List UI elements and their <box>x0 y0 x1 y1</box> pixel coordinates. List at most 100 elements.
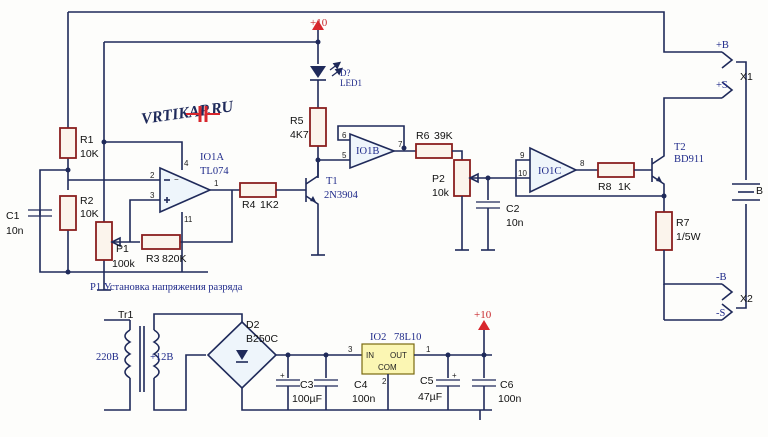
label-reg-out: OUT <box>390 351 407 360</box>
label-r8: R8 <box>598 181 612 193</box>
io1a-minus-mark: − <box>174 175 179 184</box>
label-p1: P1 <box>116 243 129 255</box>
label-r7: R7 <box>676 217 690 229</box>
c5-plus-mark: + <box>452 371 457 380</box>
label-mains: 220B <box>96 352 119 363</box>
label-reg-in: IN <box>366 351 374 360</box>
label-r2-val: 10K <box>80 208 99 220</box>
transformer-tr1 <box>104 313 243 411</box>
r5-body <box>309 107 327 147</box>
pin-4: 4 <box>184 159 189 168</box>
label-r4-val: 1K2 <box>260 199 279 211</box>
label-io1a-type: TL074 <box>200 166 229 177</box>
label-r5: R5 <box>290 115 304 127</box>
label-c4: C4 <box>354 379 368 391</box>
reg-pin-2: 2 <box>382 377 387 386</box>
c5-symbol <box>436 355 460 410</box>
label-c3: C3 <box>300 379 314 391</box>
label-battery: B <box>756 185 763 197</box>
p1-body[interactable] <box>95 221 113 261</box>
label-s-minus: -S <box>716 308 725 319</box>
label-supply-bottom: +10 <box>474 309 492 321</box>
label-t1: T1 <box>326 176 338 187</box>
c1-symbol <box>28 209 52 217</box>
label-io1a: IO1A <box>200 152 224 163</box>
c2-symbol <box>476 201 500 209</box>
label-r1-val: 10K <box>80 148 99 160</box>
label-b-minus: -B <box>716 272 727 283</box>
reg-pin-3: 3 <box>348 345 353 354</box>
io2-regulator <box>361 343 415 375</box>
label-c2: C2 <box>506 203 520 215</box>
label-c3-val: 100µF <box>292 393 322 405</box>
label-c6: C6 <box>500 379 514 391</box>
r8-body <box>597 162 635 178</box>
label-c5: C5 <box>420 375 434 387</box>
led-symbol <box>310 61 344 81</box>
c3-symbol <box>276 355 300 410</box>
label-r1: R1 <box>80 134 94 146</box>
c3-plus-mark: + <box>280 371 285 380</box>
r3-body <box>141 234 181 250</box>
pin-3: 3 <box>150 191 155 200</box>
io1c-opamp <box>529 146 578 194</box>
r6-body <box>415 143 453 159</box>
label-d2: D2 <box>246 319 260 331</box>
t1-transistor <box>305 160 319 255</box>
r7-body <box>655 211 673 251</box>
svg-text:VRTIKAP.RU: VRTIKAP.RU <box>140 98 236 128</box>
r1-body <box>59 127 77 159</box>
pin-6: 6 <box>342 131 347 140</box>
label-p2: P2 <box>432 173 445 185</box>
label-secondary: +12B <box>150 352 173 363</box>
label-c1-val: 10n <box>6 225 24 237</box>
label-p2-val: 10k <box>432 187 450 199</box>
label-r8-val: 1K <box>618 181 631 193</box>
ground-marks <box>97 249 495 291</box>
c6-symbol <box>472 355 496 410</box>
label-t2-type: BD911 <box>674 154 704 165</box>
label-p1-val: 100k <box>112 258 136 270</box>
label-io1b: IO1B <box>356 146 379 157</box>
connector-x1 <box>721 51 734 99</box>
pin-8: 8 <box>580 159 585 168</box>
pin-1: 1 <box>214 179 219 188</box>
label-r3: R3 <box>146 253 160 265</box>
label-s-plus: +S <box>716 80 728 91</box>
label-b-plus: +B <box>716 40 729 51</box>
label-t2: T2 <box>674 142 686 153</box>
label-c4-val: 100n <box>352 393 376 405</box>
io1b-opamp <box>349 132 397 170</box>
label-r5-val: 4K7 <box>290 129 309 141</box>
label-r2: R2 <box>80 195 94 207</box>
label-r7-val: 1/5W <box>676 231 701 243</box>
io1a-opamp <box>159 166 212 214</box>
pin-11: 11 <box>184 215 193 224</box>
pin-7: 7 <box>398 140 403 149</box>
label-c2-val: 10n <box>506 217 524 229</box>
pin-5: 5 <box>342 151 347 160</box>
label-r6-val: 39K <box>434 130 453 142</box>
label-d2-type: B250C <box>246 333 279 345</box>
label-io2-type: 78L10 <box>394 332 421 343</box>
r4-body <box>239 182 277 198</box>
battery-symbol <box>732 183 760 201</box>
r2-body <box>59 195 77 231</box>
t2-transistor <box>651 97 722 212</box>
c4-symbol <box>314 355 338 410</box>
label-io2: IO2 <box>370 332 386 343</box>
caption-p1: P1 Установка напряжения разряда <box>90 282 243 293</box>
label-led: D? <box>340 68 351 78</box>
p2-body[interactable] <box>453 159 471 197</box>
pin-10: 10 <box>518 169 527 178</box>
label-supply-top: +10 <box>310 17 328 29</box>
watermark-logo: VRTIKAP.RU <box>140 98 236 128</box>
top-wires <box>67 11 722 230</box>
reg-pin-1: 1 <box>426 345 431 354</box>
pin-9: 9 <box>520 151 525 160</box>
d2-bridge <box>206 320 278 390</box>
label-c1: C1 <box>6 210 20 222</box>
label-r3-val: 820K <box>162 253 187 265</box>
label-t1-type: 2N3904 <box>324 190 359 201</box>
